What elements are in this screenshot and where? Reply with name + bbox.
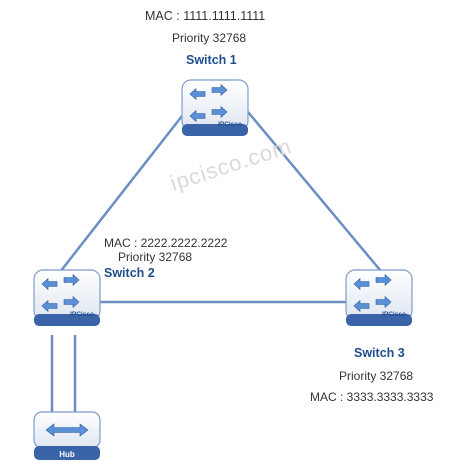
switch-2-badge: IPCisco — [70, 311, 94, 318]
hub[interactable]: Hub — [33, 411, 101, 460]
switch-2-name: Switch 2 — [104, 266, 155, 280]
switch-icon: IPCisco — [33, 269, 101, 326]
switch-2-mac: MAC : 2222.2222.2222 — [104, 236, 228, 250]
switch-1-badge: IPCisco — [218, 121, 242, 128]
switch-icon: IPCisco — [345, 269, 413, 326]
switch-icon: IPCisco — [181, 79, 249, 136]
switch-2[interactable]: IPCisco — [33, 269, 101, 326]
switch-3-priority: Priority 32768 — [339, 369, 414, 383]
hub-icon: Hub — [33, 411, 101, 460]
switch-1-mac: MAC : 1111.1111.1111 — [145, 9, 266, 23]
switch-3-mac: MAC : 3333.3333.3333 — [310, 390, 434, 404]
switch-1[interactable]: IPCisco — [181, 79, 249, 136]
switch-3[interactable]: IPCisco — [345, 269, 413, 326]
link-switch1-switch2 — [59, 115, 183, 273]
switch-1-priority: Priority 32768 — [172, 31, 247, 45]
link-switch1-switch3 — [247, 111, 381, 271]
switch-2-priority: Priority 32768 — [118, 250, 193, 264]
switch-3-name: Switch 3 — [354, 346, 405, 360]
hub-label: Hub — [59, 450, 75, 459]
switch-1-name: Switch 1 — [186, 53, 237, 67]
links — [50, 111, 381, 414]
switch-3-badge: IPCisco — [382, 311, 406, 318]
